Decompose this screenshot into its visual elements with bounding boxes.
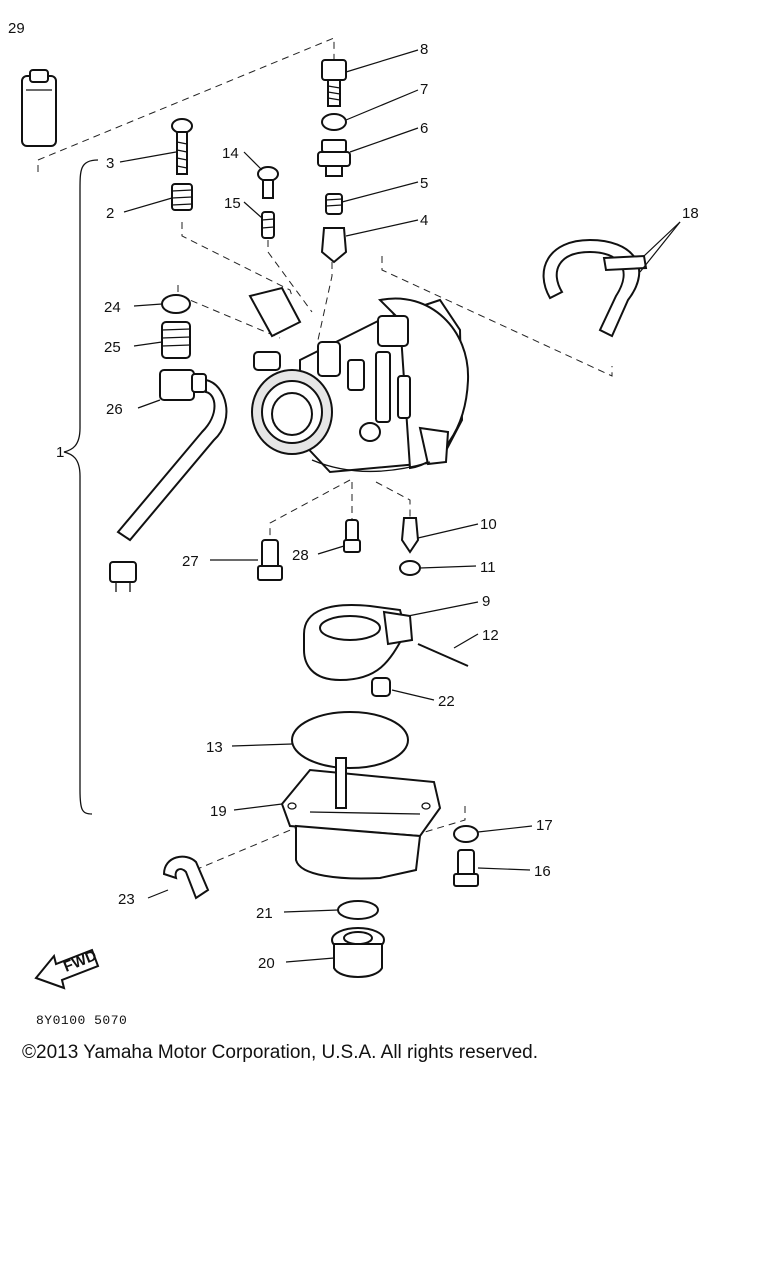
callout-24: 24 — [104, 299, 121, 316]
plug-part-22 — [371, 677, 391, 697]
spring-part-25 — [161, 321, 191, 359]
callout-29: 29 — [8, 20, 25, 37]
callout-9: 9 — [482, 593, 490, 610]
screw-part-3 — [171, 118, 193, 175]
callout-10: 10 — [480, 516, 497, 533]
callout-labels: 29 8 7 6 5 4 3 14 2 15 18 24 25 26 1 10 … — [8, 20, 699, 972]
screw-part-8 — [321, 59, 347, 107]
callout-19: 19 — [210, 803, 227, 820]
bolt-part-16 — [453, 849, 479, 887]
needle-part-10 — [400, 517, 420, 554]
callout-21: 21 — [256, 905, 273, 922]
callout-7: 7 — [420, 81, 428, 98]
callout-26: 26 — [106, 401, 123, 418]
cap-part-29 — [21, 69, 57, 147]
part-code-label: 8Y0100 5070 — [36, 1013, 128, 1028]
drain-plug-part-20 — [331, 927, 385, 978]
callout-27: 27 — [182, 553, 199, 570]
washer-part-24 — [161, 294, 191, 314]
holder-part-6 — [317, 139, 351, 177]
spring-part-15 — [261, 211, 275, 239]
spring-part-5 — [325, 193, 343, 215]
callout-12: 12 — [482, 627, 499, 644]
callout-1: 1 — [56, 444, 64, 461]
carburetor-exploded-diagram: FWD 29 8 7 6 5 4 — [8, 20, 699, 990]
callout-22: 22 — [438, 693, 455, 710]
callout-16: 16 — [534, 863, 551, 880]
valve-part-4 — [320, 227, 348, 264]
spring-part-2 — [171, 183, 193, 211]
clamp-part-23 — [162, 855, 210, 900]
o-ring-part-21 — [337, 900, 379, 920]
callout-8: 8 — [420, 41, 428, 58]
callout-13: 13 — [206, 739, 223, 756]
seat-part-11 — [399, 560, 421, 576]
copyright-text: ©2013 Yamaha Motor Corporation, U.S.A. A… — [22, 1042, 538, 1063]
callout-18: 18 — [682, 205, 699, 222]
jet-part-28 — [343, 519, 361, 553]
leader-lines — [119, 49, 681, 963]
callout-23: 23 — [118, 891, 135, 908]
float-part-9 — [303, 604, 414, 682]
washer-part-7 — [321, 113, 347, 131]
callout-4: 4 — [420, 212, 428, 229]
carburetor-body — [248, 286, 470, 474]
callout-3: 3 — [106, 155, 114, 172]
screw-part-14 — [257, 166, 279, 199]
reference-lines — [37, 37, 613, 871]
gasket-part-13 — [291, 711, 409, 769]
fitting-part-26 — [109, 369, 228, 592]
callout-11: 11 — [480, 559, 496, 576]
hose-part-18 — [542, 238, 648, 338]
group-bracket — [63, 159, 99, 815]
callout-15: 15 — [224, 195, 241, 212]
callout-25: 25 — [104, 339, 121, 356]
pin-part-12 — [417, 643, 469, 667]
callout-17: 17 — [536, 817, 553, 834]
callout-2: 2 — [106, 205, 114, 222]
callout-6: 6 — [420, 120, 428, 137]
callout-14: 14 — [222, 145, 239, 162]
fwd-arrow-icon: FWD — [34, 947, 99, 990]
callout-5: 5 — [420, 175, 428, 192]
callout-20: 20 — [258, 955, 275, 972]
float-bowl-part-19 — [280, 757, 442, 880]
callout-28: 28 — [292, 547, 309, 564]
nut-part-17 — [453, 825, 479, 843]
jet-part-27 — [257, 539, 283, 581]
